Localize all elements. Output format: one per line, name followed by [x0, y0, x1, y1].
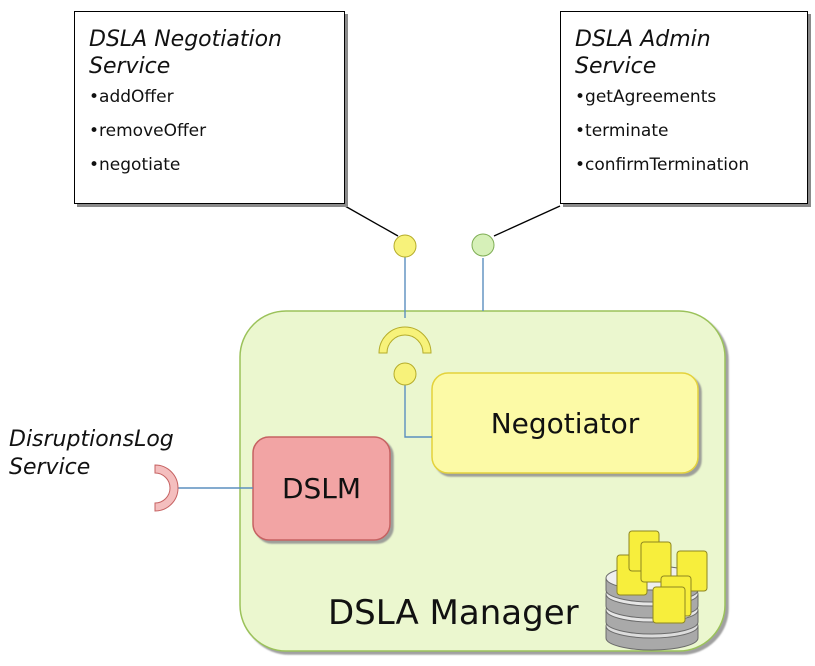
operation-item: removeOffer: [89, 122, 344, 140]
disruptions-title-line1: DisruptionsLog: [9, 427, 174, 452]
negotiation-service-title: DSLA Negotiation Service: [89, 26, 344, 80]
negotiation-title-line2: Service: [89, 54, 171, 79]
admin-service-title: DSLA Admin Service: [575, 26, 807, 80]
negotiator-label: Negotiator: [490, 406, 640, 440]
negotiation-callout-line: [344, 205, 399, 237]
negotiation-port-icon: [393, 234, 417, 258]
disruptions-socket-icon: [154, 464, 179, 512]
admin-title-line2: Service: [575, 54, 657, 79]
negotiator-internal-wire: [404, 385, 432, 438]
admin-port-icon: [471, 233, 495, 257]
dsla-manager-label: DSLA Manager: [328, 593, 579, 633]
negotiation-socket-icon: [378, 326, 432, 354]
operation-item: terminate: [575, 122, 807, 140]
negotiation-service-callout: DSLA Negotiation Service addOffer remove…: [74, 11, 345, 204]
admin-operations-list: getAgreements terminate confirmTerminati…: [575, 88, 807, 174]
negotiation-operations-list: addOffer removeOffer negotiate: [89, 88, 344, 174]
negotiator-box: [431, 372, 699, 474]
database-icon: [605, 530, 708, 651]
dslm-label: DSLM: [281, 472, 362, 505]
disruptions-title-line2: Service: [9, 455, 91, 480]
negotiator-port-icon: [393, 362, 417, 386]
admin-callout-line: [493, 205, 561, 237]
negotiation-title-line1: DSLA Negotiation: [89, 27, 282, 52]
admin-title-line1: DSLA Admin: [575, 27, 711, 52]
operation-item: negotiate: [89, 156, 344, 174]
admin-service-callout: DSLA Admin Service getAgreements termina…: [560, 11, 808, 204]
operation-item: confirmTermination: [575, 156, 807, 174]
disruptions-service-label: DisruptionsLog Service: [9, 426, 174, 482]
operation-item: addOffer: [89, 88, 344, 106]
operation-item: getAgreements: [575, 88, 807, 106]
